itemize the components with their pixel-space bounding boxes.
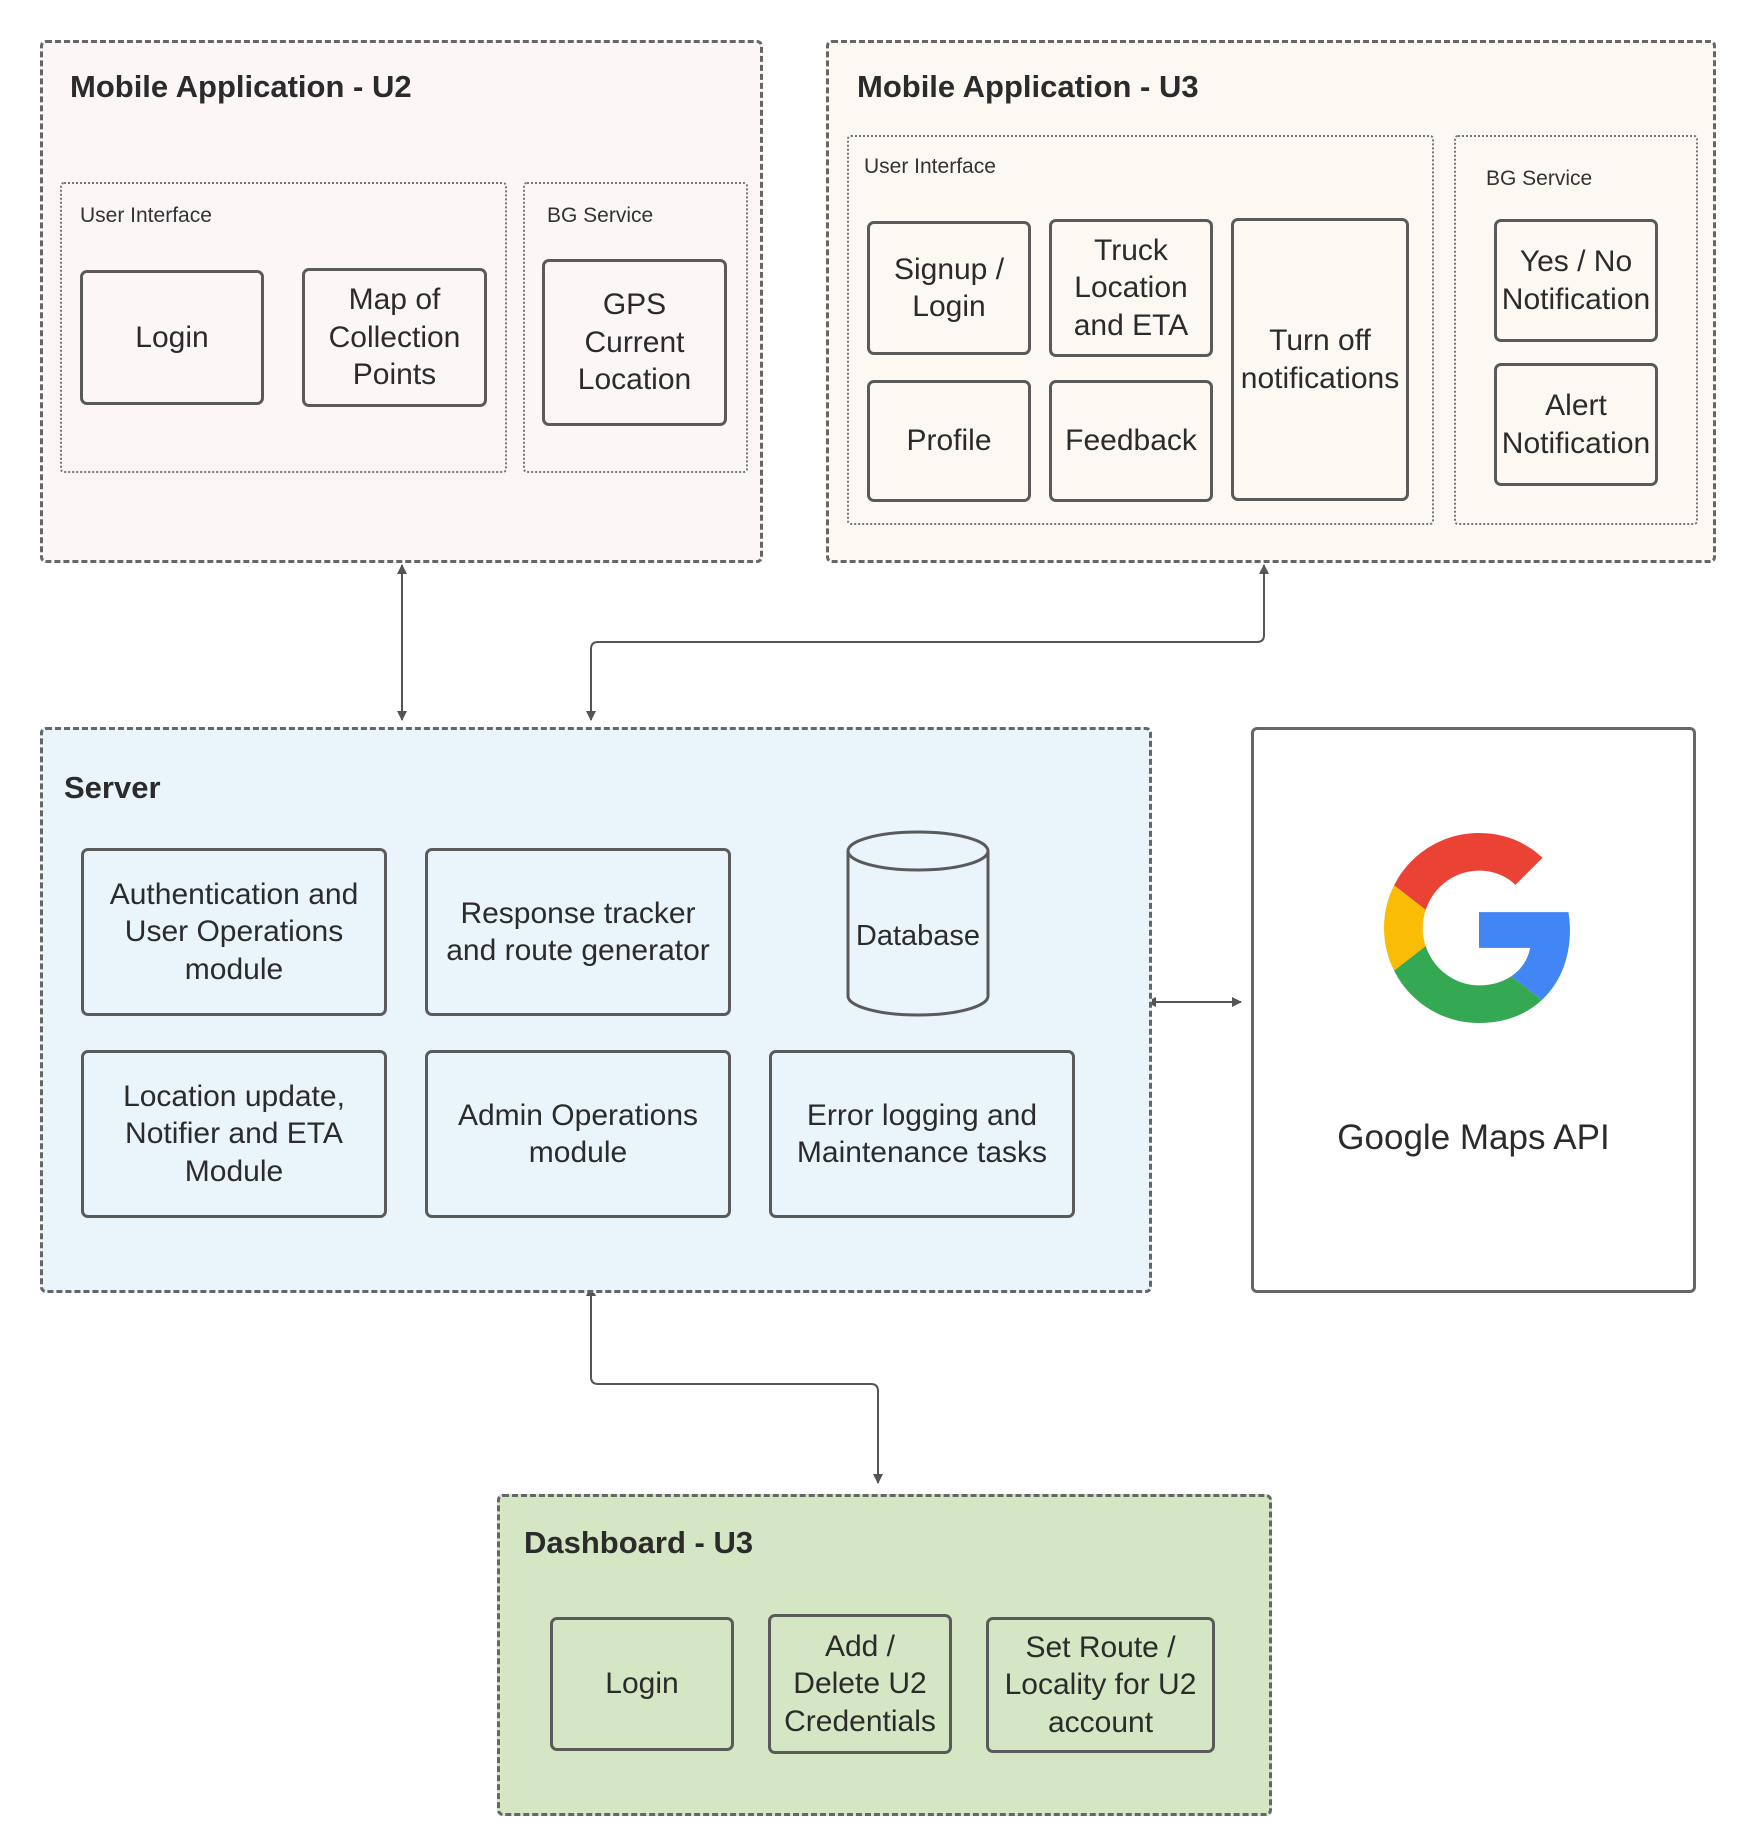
u3-feedback-box: Feedback [1049, 380, 1213, 502]
u2-bg-service-panel: BG Service [523, 182, 748, 473]
mobile-app-u2-group: Mobile Application - U2 User Interface B… [40, 40, 763, 563]
admin-operations-box: Admin Operations module [425, 1050, 731, 1218]
mobile-app-u3-group: Mobile Application - U3 User Interface B… [826, 40, 1716, 563]
u3-profile-box: Profile [867, 380, 1031, 502]
u2-login-box: Login [80, 270, 264, 405]
u3-signup-login-box: Signup / Login [867, 221, 1031, 355]
auth-user-operations-box: Authentication and User Operations modul… [81, 848, 387, 1016]
u2-user-interface-label: User Interface [80, 204, 212, 227]
location-update-notifier-box: Location update, Notifier and ETA Module [81, 1050, 387, 1218]
u2-map-collection-points-box: Map of Collection Points [302, 268, 487, 407]
dashboard-u3-group: Dashboard - U3 Login Add / Delete U2 Cre… [497, 1494, 1272, 1816]
u3-truck-location-eta-box: Truck Location and ETA [1049, 219, 1213, 357]
mobile-app-u3-title: Mobile Application - U3 [857, 69, 1199, 104]
response-tracker-box: Response tracker and route generator [425, 848, 731, 1016]
google-g-logo-icon [1384, 833, 1570, 1023]
u2-user-interface-panel: User Interface [60, 182, 507, 473]
u3-alert-notification-box: Alert Notification [1494, 363, 1658, 486]
u2-gps-current-location-box: GPS Current Location [542, 259, 727, 426]
u3-turn-off-notifications-box: Turn off notifications [1231, 218, 1409, 501]
u3-user-interface-panel: User Interface [847, 135, 1434, 525]
u2-bg-service-label: BG Service [547, 204, 654, 227]
google-maps-api-label: Google Maps API [1337, 1118, 1610, 1157]
arrow-server-dashboard [586, 1286, 883, 1484]
server-group: Server Authentication and User Operation… [40, 727, 1152, 1293]
arrow-u3-server [586, 564, 1269, 721]
set-route-locality-box: Set Route / Locality for U2 account [986, 1617, 1215, 1753]
add-delete-u2-credentials-box: Add / Delete U2 Credentials [768, 1614, 952, 1754]
u3-bg-service-panel: BG Service [1454, 135, 1698, 525]
database-label: Database [855, 920, 981, 952]
mobile-app-u2-title: Mobile Application - U2 [70, 69, 412, 104]
dashboard-login-box: Login [550, 1617, 734, 1751]
error-logging-box: Error logging and Maintenance tasks [769, 1050, 1075, 1218]
u3-user-interface-label: User Interface [864, 155, 996, 178]
u3-yes-no-notification-box: Yes / No Notification [1494, 219, 1658, 342]
google-maps-api-box: Google Maps API [1251, 727, 1696, 1293]
dashboard-u3-title: Dashboard - U3 [524, 1525, 754, 1560]
server-title: Server [64, 770, 161, 805]
u3-bg-service-label: BG Service [1486, 167, 1593, 190]
